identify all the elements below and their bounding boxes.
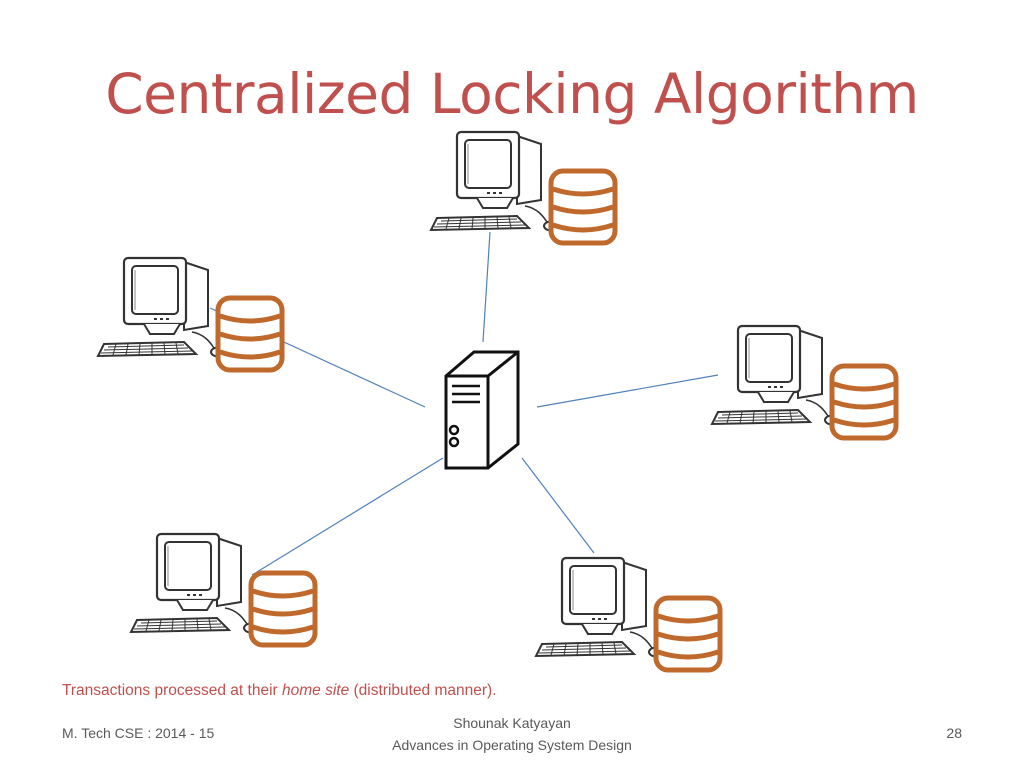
page-number: 28 <box>946 725 962 741</box>
link-lower-left <box>251 457 444 576</box>
footer-course-title: Advances in Operating System Design <box>392 737 632 753</box>
computer-icon <box>129 532 260 634</box>
footer-author: Shounak Katyayan Advances in Operating S… <box>340 712 684 756</box>
site-lower-left <box>129 532 315 645</box>
computer-icon <box>710 324 841 426</box>
footer-course: M. Tech CSE : 2014 - 15 <box>62 725 215 741</box>
site-right <box>710 324 896 438</box>
site-upper-left <box>96 256 282 370</box>
server-tower-icon <box>444 350 520 470</box>
caption-text-end: (distributed manner). <box>349 682 497 699</box>
database-icon <box>656 598 720 670</box>
link-top <box>482 231 491 343</box>
site-top <box>429 130 615 243</box>
database-icon <box>218 298 282 370</box>
database-icon <box>251 573 315 645</box>
database-icon <box>832 366 896 438</box>
caption: Transactions processed at their home sit… <box>62 682 497 700</box>
slide-title: Centralized Locking Algorithm <box>105 62 919 126</box>
caption-text: Transactions processed at their <box>62 682 282 699</box>
footer-author-name: Shounak Katyayan <box>453 715 571 731</box>
database-icon <box>551 171 615 243</box>
computer-icon <box>96 256 227 358</box>
computer-icon <box>534 556 665 658</box>
site-lower-right <box>534 556 720 670</box>
caption-emphasis: home site <box>281 682 350 699</box>
link-right <box>536 374 719 408</box>
computer-icon <box>429 130 560 232</box>
link-lower-right <box>521 457 595 554</box>
